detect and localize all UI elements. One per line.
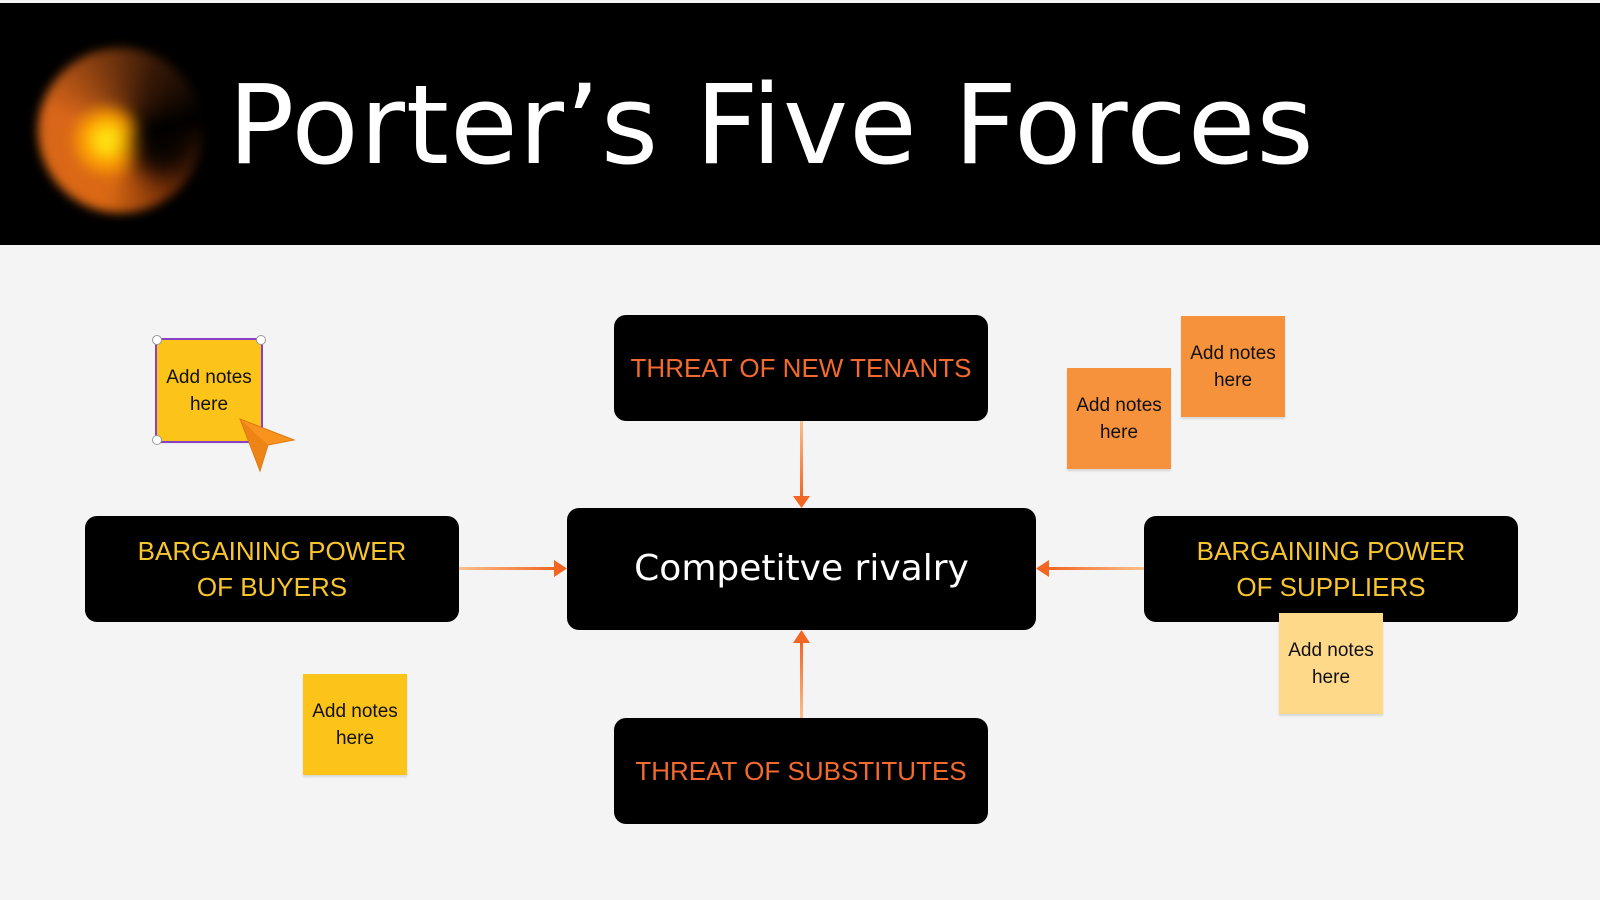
supplier-power-box[interactable]: BARGAINING POWER OF SUPPLIERS xyxy=(1144,516,1518,622)
threat-of-new-entrants-box[interactable]: THREAT OF NEW TENANTS xyxy=(614,315,988,421)
sticky-note-text: Add notes here xyxy=(1288,639,1374,688)
arrow-right-to-center[interactable] xyxy=(1036,560,1144,577)
resize-handle-top-left[interactable] xyxy=(152,335,162,345)
logo-orb-icon xyxy=(38,48,203,213)
resize-handle-top-right[interactable] xyxy=(256,335,266,345)
sticky-note-text: Add notes here xyxy=(1076,394,1162,443)
sticky-note-2[interactable]: Add notes here xyxy=(1181,316,1285,417)
threat-of-substitutes-box[interactable]: THREAT OF SUBSTITUTES xyxy=(614,718,988,824)
page-title[interactable]: Porter’s Five Forces xyxy=(228,61,1315,189)
arrow-top-to-center[interactable] xyxy=(793,421,810,508)
buyer-power-box[interactable]: BARGAINING POWER OF BUYERS xyxy=(85,516,459,622)
threat-of-substitutes-label: THREAT OF SUBSTITUTES xyxy=(635,756,967,786)
header-banner: Porter’s Five Forces xyxy=(0,3,1600,245)
collaborator-cursor-icon xyxy=(239,418,296,473)
threat-of-new-entrants-label: THREAT OF NEW TENANTS xyxy=(630,353,972,383)
sticky-note-1[interactable]: Add notes here xyxy=(155,338,263,443)
buyer-power-label-line2: OF BUYERS xyxy=(196,572,348,602)
sticky-note-3[interactable]: Add notes here xyxy=(1067,368,1171,469)
sticky-note-text: Add notes here xyxy=(312,700,398,749)
arrow-bottom-to-center[interactable] xyxy=(793,630,810,718)
buyer-power-label-line1: BARGAINING POWER xyxy=(137,536,407,566)
supplier-power-label-line2: OF SUPPLIERS xyxy=(1236,572,1426,602)
competitive-rivalry-label: Competitve rivalry xyxy=(634,548,969,589)
resize-handle-bottom-left[interactable] xyxy=(152,435,162,445)
sticky-note-4[interactable]: Add notes here xyxy=(303,674,407,775)
supplier-power-label-line1: BARGAINING POWER xyxy=(1196,536,1466,566)
sticky-note-text: Add notes here xyxy=(166,366,252,415)
sticky-note-text: Add notes here xyxy=(1190,342,1276,391)
competitive-rivalry-box[interactable]: Competitve rivalry xyxy=(567,508,1036,630)
sticky-note-5[interactable]: Add notes here xyxy=(1279,613,1383,714)
arrow-left-to-center[interactable] xyxy=(459,560,567,577)
